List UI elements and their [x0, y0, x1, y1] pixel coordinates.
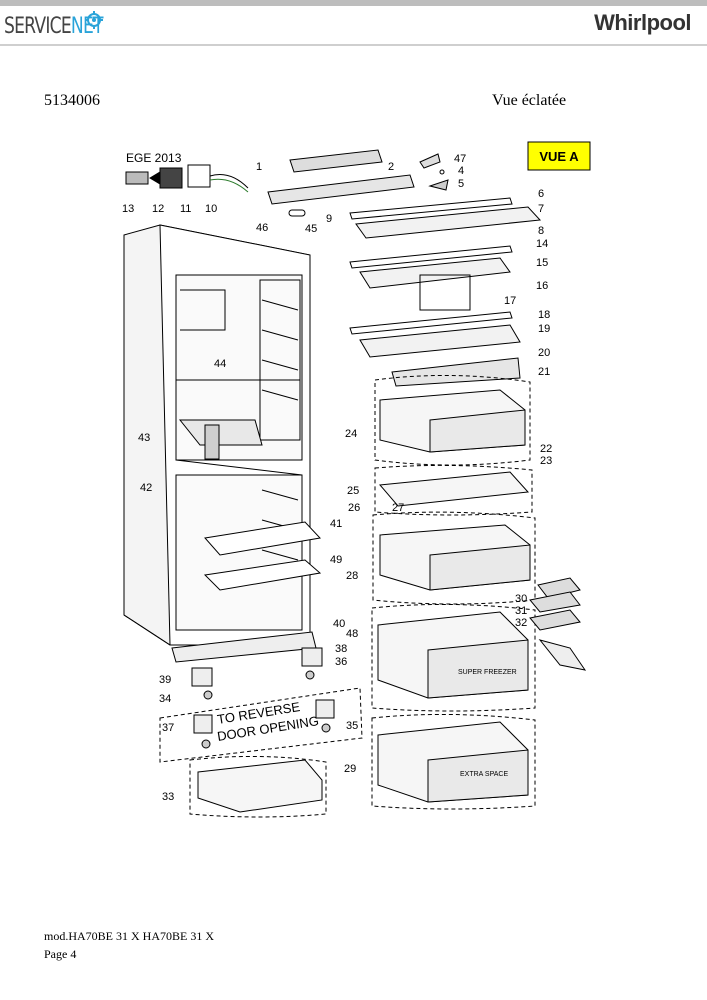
callout: 16	[536, 280, 548, 292]
callout: 48	[346, 628, 358, 640]
callout: 41	[330, 518, 342, 530]
callout: 5	[458, 178, 464, 190]
callout: 18	[538, 309, 550, 321]
callout: 24	[345, 428, 357, 440]
callout: 37	[162, 722, 174, 734]
callout: 2	[388, 161, 394, 173]
footer-model: mod.HA70BE 31 X HA70BE 31 X	[44, 929, 214, 943]
callout: 27	[392, 502, 404, 514]
callout: 14	[536, 238, 548, 250]
callout: 33	[162, 791, 174, 803]
callout: 28	[346, 570, 358, 582]
view-badge-box	[527, 141, 591, 171]
callout: 38	[335, 643, 347, 655]
view-title: Vue éclatée	[492, 92, 567, 109]
callout: 9	[326, 213, 332, 225]
callout: 40	[333, 618, 345, 630]
header-divider	[0, 44, 707, 46]
callout: 1	[256, 161, 262, 173]
callout: 15	[536, 257, 548, 269]
callout: 23	[540, 455, 552, 467]
callout: 30	[515, 593, 527, 605]
whirlpool-logo: Whirlpool	[594, 10, 691, 35]
callout: 46	[256, 222, 268, 234]
callout: 35	[346, 720, 358, 732]
callout: 36	[335, 656, 347, 668]
gear-icon	[85, 11, 103, 29]
callout: 44	[214, 358, 226, 370]
callout: 8	[538, 225, 544, 237]
document-code: 5134006	[44, 92, 100, 109]
callout: 21	[538, 366, 550, 378]
callout: 6	[538, 188, 544, 200]
callout: 20	[538, 347, 550, 359]
callout: 29	[344, 763, 356, 775]
callout: 4	[458, 165, 464, 177]
view-badge-label: VUE A	[539, 149, 579, 164]
top-bar	[0, 0, 707, 6]
callout: 39	[159, 674, 171, 686]
callout: 45	[305, 223, 317, 235]
callout: 25	[347, 485, 359, 497]
servicenet-logo: SERVICENET	[4, 14, 103, 39]
callout: 34	[159, 693, 171, 705]
callout: 31	[515, 605, 527, 617]
callout: 12	[152, 203, 164, 215]
callout: 49	[330, 554, 342, 566]
callout-labels: 1 2 47 4 5 6 7 8 14 15 16 17 18 19 20 21…	[122, 153, 552, 803]
callout: 32	[515, 617, 527, 629]
ege-label: EGE 2013	[126, 151, 182, 165]
callout: 11	[180, 203, 191, 215]
extra-space-label: EXTRA SPACE	[460, 771, 508, 778]
callout: 13	[122, 203, 134, 215]
callout: 10	[205, 203, 217, 215]
callout: 26	[348, 502, 360, 514]
callout: 19	[538, 323, 550, 335]
callout: 47	[454, 153, 466, 165]
callout: 42	[140, 482, 152, 494]
footer-page-number: Page 4	[44, 947, 77, 961]
callout: 17	[504, 295, 516, 307]
callout: 7	[538, 203, 544, 215]
callout: 43	[138, 432, 150, 444]
super-freezer-label: SUPER FREEZER	[458, 669, 517, 676]
callout: 22	[540, 443, 552, 455]
